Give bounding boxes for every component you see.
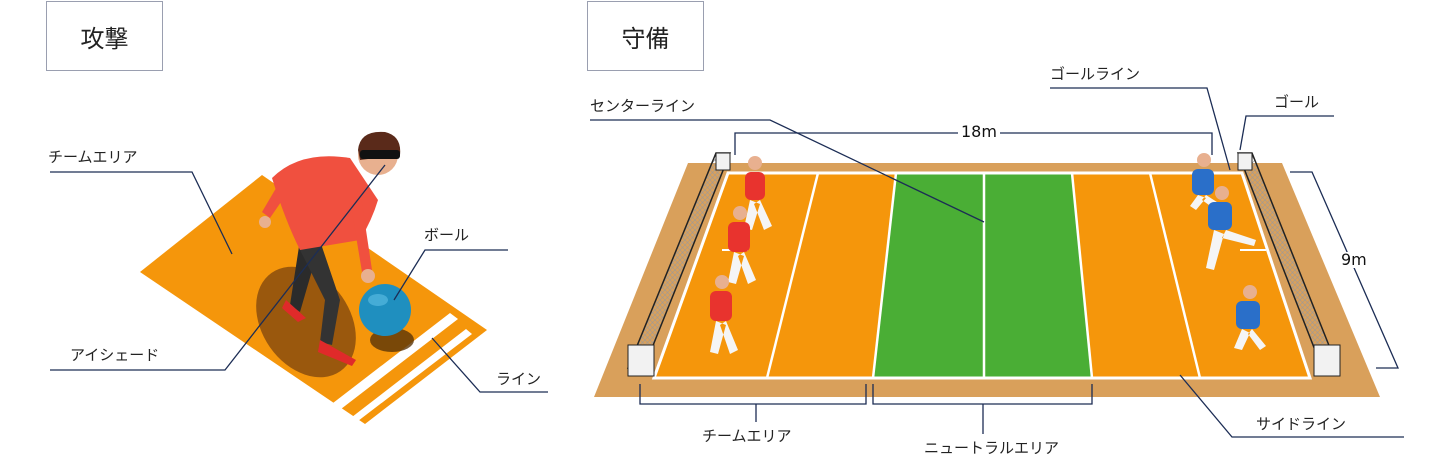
label-line: ライン (496, 370, 542, 388)
blue-player-2 (1206, 186, 1256, 270)
ball-illustration (359, 284, 411, 336)
leader-side-line (1179, 374, 1404, 438)
attack-scene (50, 131, 548, 424)
leader-center-line (590, 119, 985, 223)
label-neutral-area: ニュートラルエリア (924, 439, 1060, 457)
red-player-1 (744, 156, 772, 230)
leader-line (431, 337, 548, 393)
label-side-line: サイドライン (1256, 415, 1347, 433)
label-goal: ゴール (1274, 93, 1320, 111)
label-ball: ボール (424, 226, 470, 244)
label-defense-team-area: チームエリア (702, 427, 792, 445)
neutral-area-fill (873, 173, 1092, 378)
dim-9m-line (1290, 171, 1399, 369)
red-player-2 (728, 206, 756, 284)
label-length-18m: 18m (958, 124, 1000, 140)
attack-tag: 攻撃 (46, 1, 163, 71)
red-player-3 (710, 275, 738, 354)
attack-player (259, 131, 401, 366)
blue-team-players (1190, 153, 1266, 350)
left-goal (626, 152, 732, 377)
leader-ball (393, 249, 508, 301)
leader-eyeshade (50, 164, 386, 371)
defense-court (590, 87, 1404, 438)
blue-player-3 (1234, 285, 1266, 350)
red-team-players (710, 156, 772, 354)
label-goal-line: ゴールライン (1050, 65, 1141, 83)
attack-line-2 (352, 329, 472, 421)
attack-line-1 (333, 313, 458, 409)
label-width-9m: 9m (1338, 252, 1370, 268)
label-eyeshade: アイシェード (70, 346, 160, 364)
leader-team-area (50, 171, 233, 255)
label-center-line: センターライン (590, 97, 696, 115)
bracket-team-area (639, 384, 867, 405)
label-attack-team-area: チームエリア (48, 148, 138, 166)
leader-goal (1239, 115, 1334, 151)
right-goal (1236, 152, 1341, 377)
leader-goal-line (1050, 87, 1231, 171)
defense-tag: 守備 (587, 1, 704, 71)
